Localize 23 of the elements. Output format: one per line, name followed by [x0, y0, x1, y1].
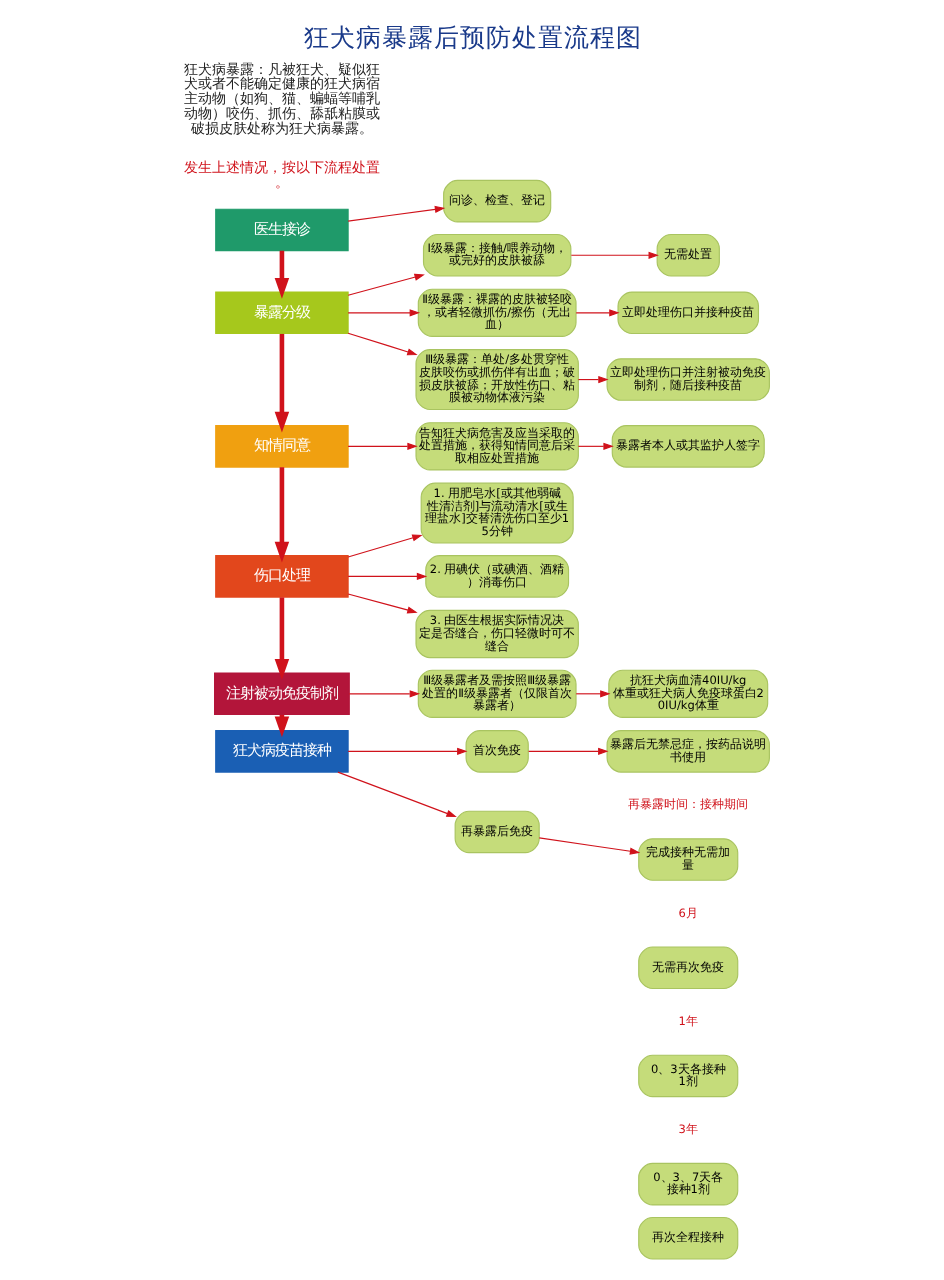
- arrow: [574, 309, 619, 317]
- arrow: [346, 442, 417, 450]
- arrow: [576, 375, 608, 384]
- arrow: [273, 333, 289, 433]
- arrow: [346, 273, 424, 296]
- arrow: [346, 572, 427, 581]
- arrow: [576, 442, 613, 450]
- arrow: [569, 251, 658, 259]
- arrow: [346, 593, 417, 614]
- arrow: [346, 309, 419, 317]
- arrow: [273, 467, 289, 563]
- arrow: [346, 332, 417, 356]
- arrow: [537, 837, 640, 855]
- arrow: [346, 534, 422, 558]
- diagram-title: 狂犬病暴露后预防处置流程图: [303, 21, 641, 52]
- arrow: [527, 747, 608, 755]
- arrow: [346, 205, 445, 222]
- arrow: [336, 771, 456, 818]
- arrow: [347, 690, 420, 698]
- arrow: [346, 747, 467, 755]
- arrow: [273, 597, 289, 680]
- arrow: [273, 250, 289, 299]
- arrow: [574, 690, 610, 698]
